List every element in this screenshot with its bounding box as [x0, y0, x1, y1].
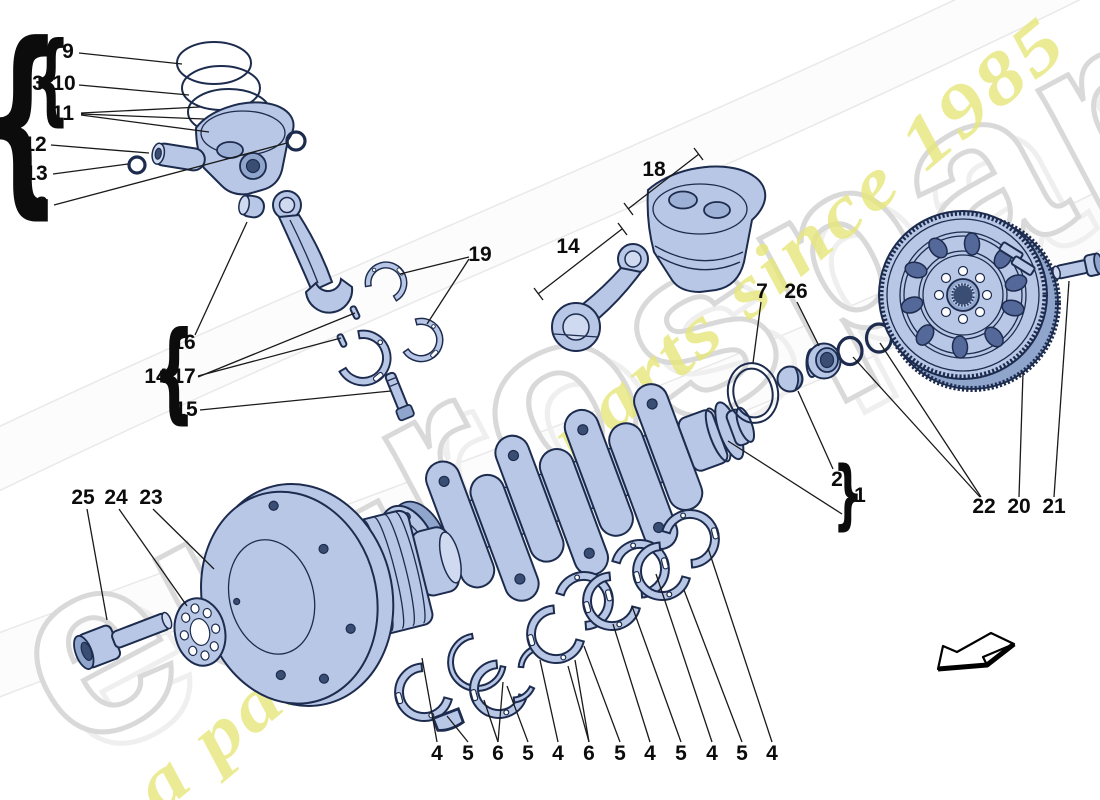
connecting-rod-left — [238, 190, 453, 422]
flywheel-small-holes — [933, 265, 993, 325]
rod-big-end — [304, 277, 354, 314]
watermark-swoosh-upper — [0, 0, 1082, 492]
bracket-line-18 — [623, 147, 704, 216]
leader-lines — [50, 52, 1070, 743]
flywheel-ring-gear — [878, 210, 1048, 380]
pin-circlip-right — [285, 130, 307, 152]
piston-ring-1 — [176, 41, 252, 85]
pulley-washer — [173, 597, 227, 667]
flywheel-bolt — [1052, 252, 1100, 280]
damper-pulley — [200, 483, 462, 707]
flywheel-o-ring-1 — [836, 335, 864, 367]
thrust-washer — [511, 684, 537, 704]
pulley-bolt — [73, 611, 173, 670]
crankshaft — [372, 383, 756, 602]
piston-assembly-centre — [551, 165, 767, 352]
main-bearing-shell — [519, 598, 589, 671]
bracket-line-14 — [533, 222, 628, 301]
rear-seal-ring — [726, 362, 780, 424]
pin-circlip-left — [127, 155, 147, 175]
piston-assembly-left — [127, 41, 307, 196]
piston-left — [194, 101, 295, 196]
crank-plug — [776, 365, 804, 393]
rod-dowel-2 — [336, 333, 348, 348]
crank-web — [469, 473, 540, 602]
crank-web — [494, 434, 565, 563]
rod-bolt — [384, 371, 415, 422]
flywheel-bolt-holes — [900, 232, 1028, 359]
small-end-bushing — [238, 194, 265, 219]
crank-web — [563, 408, 634, 537]
flywheel — [878, 210, 1061, 392]
piston-pin — [151, 142, 206, 172]
flywheel-balance-mark — [1010, 255, 1036, 276]
direction-arrow-icon — [936, 631, 1016, 672]
crank-web — [608, 422, 679, 551]
pilot-bearing — [805, 342, 842, 380]
